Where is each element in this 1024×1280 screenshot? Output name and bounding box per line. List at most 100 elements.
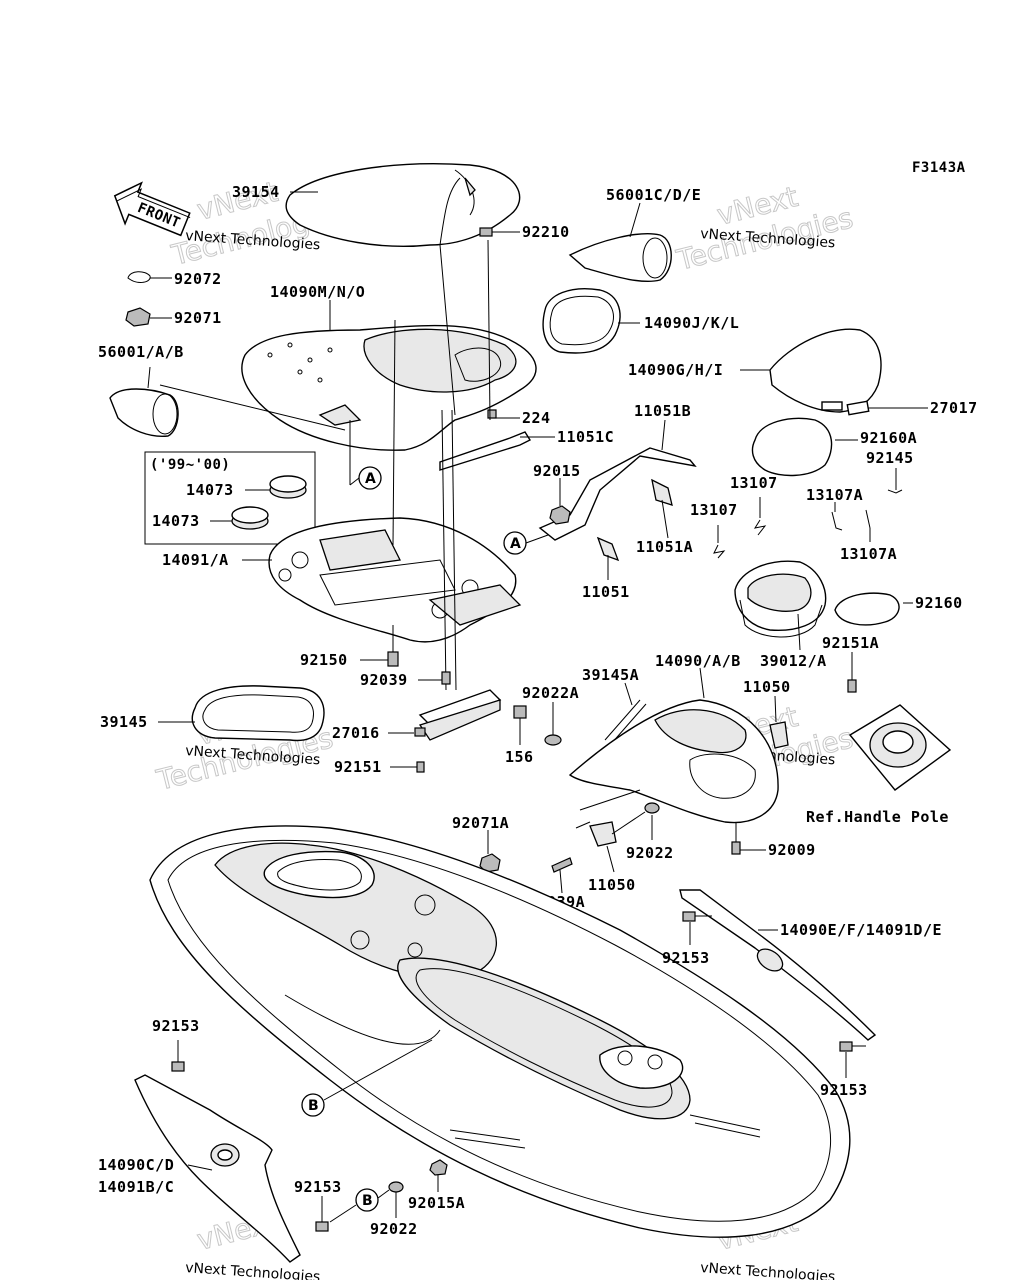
ref-handle-pole: Ref.Handle Pole	[806, 808, 949, 826]
hull-deck	[149, 825, 851, 1238]
bolt-92150	[387, 625, 399, 667]
hinge-27016	[414, 689, 502, 741]
seal-27017	[846, 400, 870, 416]
part-label-92039: 92039	[360, 671, 408, 689]
spring-13107	[753, 519, 767, 536]
upper-deck-cover-14090mno	[241, 324, 537, 451]
leader-line	[147, 366, 151, 389]
pin-92039	[441, 671, 451, 685]
part-label-156: 156	[505, 748, 534, 766]
callout-b: B	[362, 1193, 373, 1209]
callout-b: B	[308, 1098, 319, 1114]
part-label-27017: 27017	[930, 399, 978, 417]
callout-circle	[301, 1093, 325, 1117]
bolt-156	[513, 705, 527, 719]
figure-code: F3143A	[912, 160, 966, 176]
part-label-92210: 92210	[522, 223, 570, 241]
part-label-92153d: 92153	[294, 1178, 342, 1196]
leader-line	[661, 499, 669, 539]
part-label-11050b: 11050	[588, 876, 636, 894]
emblem-56001cde	[568, 233, 672, 283]
clip-11051a	[651, 478, 673, 506]
screw-224	[487, 409, 497, 419]
nut-92015a	[429, 1159, 448, 1176]
leader-line	[699, 667, 705, 699]
screw-92151a	[847, 679, 857, 693]
part-label-11050a: 11050	[743, 678, 791, 696]
bracket-11051c	[439, 431, 532, 471]
leader-line	[377, 1189, 390, 1199]
part-label-13107ab: 13107A	[806, 486, 863, 504]
part-label-39012a: 39012/A	[760, 652, 827, 670]
emblem-56001ab	[109, 388, 179, 437]
washer-92022	[644, 802, 660, 814]
watermark-text: vNext Technologies	[185, 1260, 321, 1280]
part-label-92015: 92015	[533, 462, 581, 480]
leader-line	[661, 419, 666, 451]
part-label-14090cd: 14090C/D	[98, 1156, 174, 1174]
part-label-27016: 27016	[332, 724, 380, 742]
part-label-92072: 92072	[174, 270, 222, 288]
leader-line	[187, 1164, 213, 1171]
part-label-39145: 39145	[100, 713, 148, 731]
leader-line	[329, 1204, 357, 1223]
part-label-11051a: 11051A	[636, 538, 693, 556]
nut-92071a	[479, 853, 501, 873]
clip-11050	[769, 721, 789, 749]
callout-circle	[355, 1188, 379, 1212]
part-label-92022c: 92022	[370, 1220, 418, 1238]
leader-line	[629, 202, 641, 238]
watermark-text: vNext Technologies	[700, 1260, 836, 1280]
cover-14090ghi	[769, 328, 882, 413]
callout-a: A	[510, 536, 521, 552]
part-label-92071: 92071	[174, 309, 222, 327]
part-label-92145: 92145	[866, 449, 914, 467]
part-label-39145a: 39145A	[582, 666, 639, 684]
part-label-11051: 11051	[582, 583, 630, 601]
part-label-56001cde: 56001C/D/E	[606, 186, 701, 204]
leader-line	[579, 789, 641, 811]
leader-line	[323, 1039, 433, 1101]
leader-line	[575, 821, 591, 829]
bolt-92153	[315, 1221, 329, 1232]
pad-92160a	[751, 417, 833, 477]
part-label-13107a2: 13107A	[840, 545, 897, 563]
leader-line	[624, 682, 633, 706]
part-label-14090ghi: 14090G/H/I	[628, 361, 723, 379]
leader-line	[349, 477, 360, 486]
part-label-92160a: 92160A	[860, 429, 917, 447]
bolt-92210	[479, 227, 493, 237]
ring-14073	[269, 475, 307, 499]
cap-92160	[834, 592, 900, 626]
washer-92022a	[544, 734, 562, 746]
part-label-39154: 39154	[232, 183, 280, 201]
part-label-14091a: 14091/A	[162, 551, 229, 569]
part-label-92151: 92151	[334, 758, 382, 776]
part-label-11051c: 11051C	[557, 428, 614, 446]
spring-13107	[713, 544, 726, 559]
handle-cover-14090ab	[568, 699, 779, 824]
part-label-92071a: 92071A	[452, 814, 509, 832]
storage-bin-14091a	[268, 517, 522, 643]
part-label-92022b: 92022	[626, 844, 674, 862]
leader-line	[525, 534, 549, 544]
spring-13107a	[865, 509, 871, 529]
leader-line	[611, 811, 646, 835]
rod-line	[487, 239, 491, 421]
gasket-39145	[191, 685, 325, 742]
part-label-14090ef: 14090E/F/14091D/E	[780, 921, 942, 939]
clip-11050-lower	[589, 821, 617, 847]
part-label-14073b: 14073	[152, 512, 200, 530]
part-label-13107a: 13107	[730, 474, 778, 492]
rod-line	[441, 409, 447, 691]
part-label-92153a: 92153	[662, 949, 710, 967]
part-label-13107b: 13107	[690, 501, 738, 519]
part-label-14073a: 14073	[186, 481, 234, 499]
pin-92039a	[551, 857, 573, 873]
spring-92145	[887, 489, 903, 494]
console-39012a	[734, 560, 827, 638]
leader-line	[797, 613, 801, 651]
side-panel-14090cd	[134, 1074, 301, 1263]
